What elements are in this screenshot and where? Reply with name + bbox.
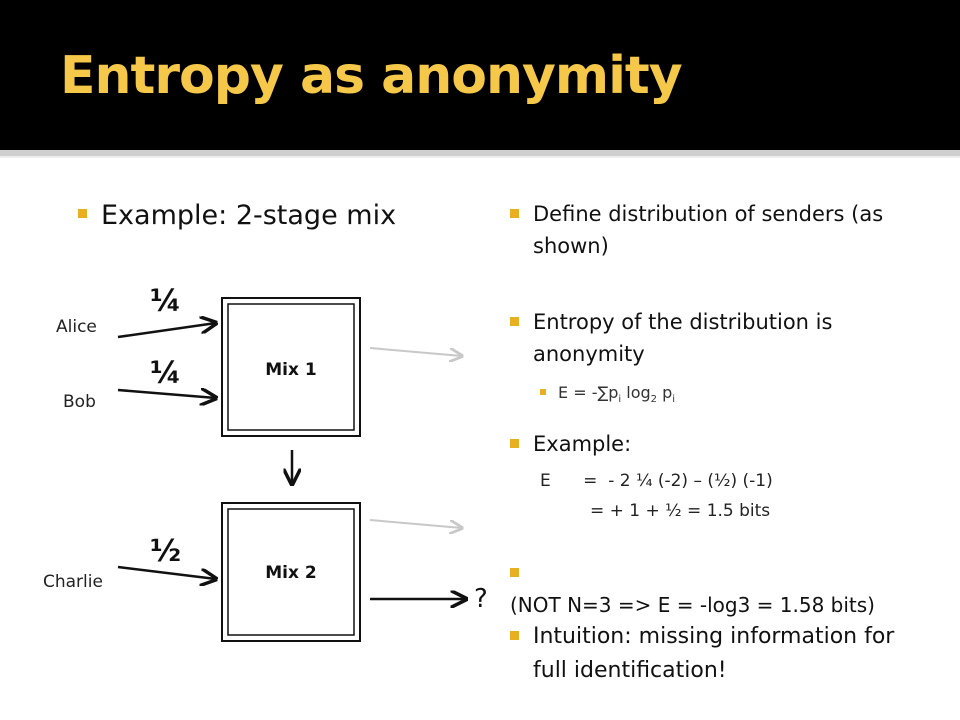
output-unknown: ? xyxy=(474,584,488,614)
bullet-square-icon xyxy=(510,568,519,577)
prob-alice: ¼ xyxy=(150,284,182,319)
sender-alice: Alice xyxy=(56,317,97,337)
left-bullet: Example: 2-stage mix xyxy=(78,200,396,231)
prob-bob: ¼ xyxy=(150,356,182,391)
bullet-square-icon xyxy=(78,209,87,218)
left-bullet-text: Example: 2-stage mix xyxy=(101,200,397,231)
mix2-box-outer xyxy=(221,502,361,642)
mix1-box-outer xyxy=(221,297,361,437)
mix2-box-inner xyxy=(227,508,355,636)
mix2-gray-output-arrow xyxy=(369,519,462,528)
title-divider xyxy=(0,150,960,156)
bullet-square-icon xyxy=(540,388,546,395)
example-eq-line1: E = - 2 ¼ (-2) – (½) (-1) xyxy=(540,471,773,491)
bullet-square-icon xyxy=(510,317,519,326)
mix1-gray-output-arrow xyxy=(369,347,462,356)
mix1-label: Mix 1 xyxy=(265,360,316,380)
slide-title: Entropy as anonymity xyxy=(60,46,683,106)
sender-charlie: Charlie xyxy=(43,572,103,592)
bob-arrow xyxy=(117,390,216,398)
bullet-square-icon xyxy=(510,631,519,640)
right-bullet-5: Intuition: missing information for full … xyxy=(510,620,930,688)
title-bar xyxy=(0,0,960,150)
mix2-label: Mix 2 xyxy=(265,563,316,583)
right-bullet-3: Example: xyxy=(510,428,930,460)
prob-charlie: ½ xyxy=(150,534,182,569)
entropy-formula: E = -∑pi log2 pi xyxy=(540,383,675,405)
bullet-square-icon xyxy=(510,439,519,448)
right-bullet-1: Define distribution of senders (as shown… xyxy=(510,198,930,262)
bullet-square-icon xyxy=(510,209,519,218)
sender-bob: Bob xyxy=(63,392,96,412)
title-divider-light xyxy=(0,156,960,158)
right-bullet-4: (NOT N=3 => E = -log3 = 1.58 bits) xyxy=(510,557,930,621)
alice-arrow xyxy=(117,323,216,339)
mix1-box-inner xyxy=(227,303,355,431)
right-bullet-2: Entropy of the distribution is anonymity xyxy=(510,306,930,370)
example-eq-line2: = + 1 + ½ = 1.5 bits xyxy=(590,501,771,521)
